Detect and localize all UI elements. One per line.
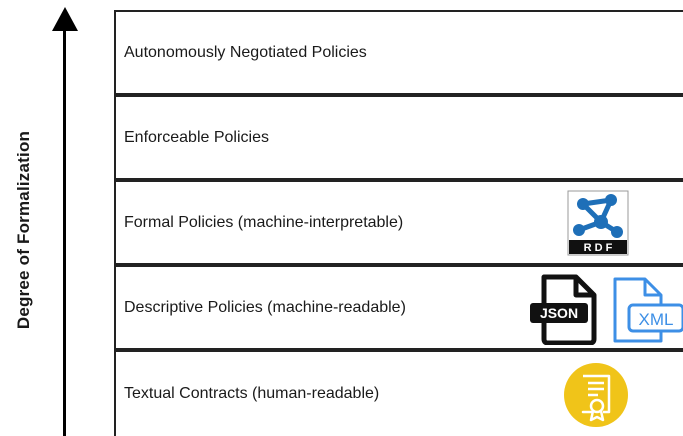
level-label: Formal Policies (machine-interpretable)	[124, 213, 404, 231]
xml-icon-text: XML	[639, 310, 674, 329]
rdf-icon: R D F	[567, 190, 629, 256]
level-formal: Formal Policies (machine-interpretable) …	[114, 180, 683, 265]
level-label: Enforceable Policies	[124, 128, 269, 146]
level-textual-contracts: Textual Contracts (human-readable)	[114, 350, 683, 436]
axis-label: Degree of Formalization	[14, 130, 33, 330]
rdf-icon-text: R D F	[584, 242, 613, 254]
level-label: Descriptive Policies (machine-readable)	[124, 298, 406, 316]
level-label: Textual Contracts (human-readable)	[124, 385, 380, 402]
json-file-icon: JSON	[530, 274, 597, 345]
level-autonomously-negotiated: Autonomously Negotiated Policies	[114, 10, 683, 95]
formalization-axis: Degree of Formalization	[0, 0, 110, 436]
json-icon-text: JSON	[540, 305, 578, 321]
axis-arrow-head	[52, 7, 78, 31]
xml-file-icon: XML	[613, 277, 683, 343]
formalization-levels: Autonomously Negotiated Policies Enforce…	[114, 10, 683, 436]
level-label: Autonomously Negotiated Policies	[124, 43, 367, 61]
axis-arrow-line	[63, 26, 66, 436]
level-enforceable: Enforceable Policies	[114, 95, 683, 180]
certificate-icon	[564, 363, 628, 427]
level-descriptive: Descriptive Policies (machine-readable) …	[114, 265, 683, 350]
